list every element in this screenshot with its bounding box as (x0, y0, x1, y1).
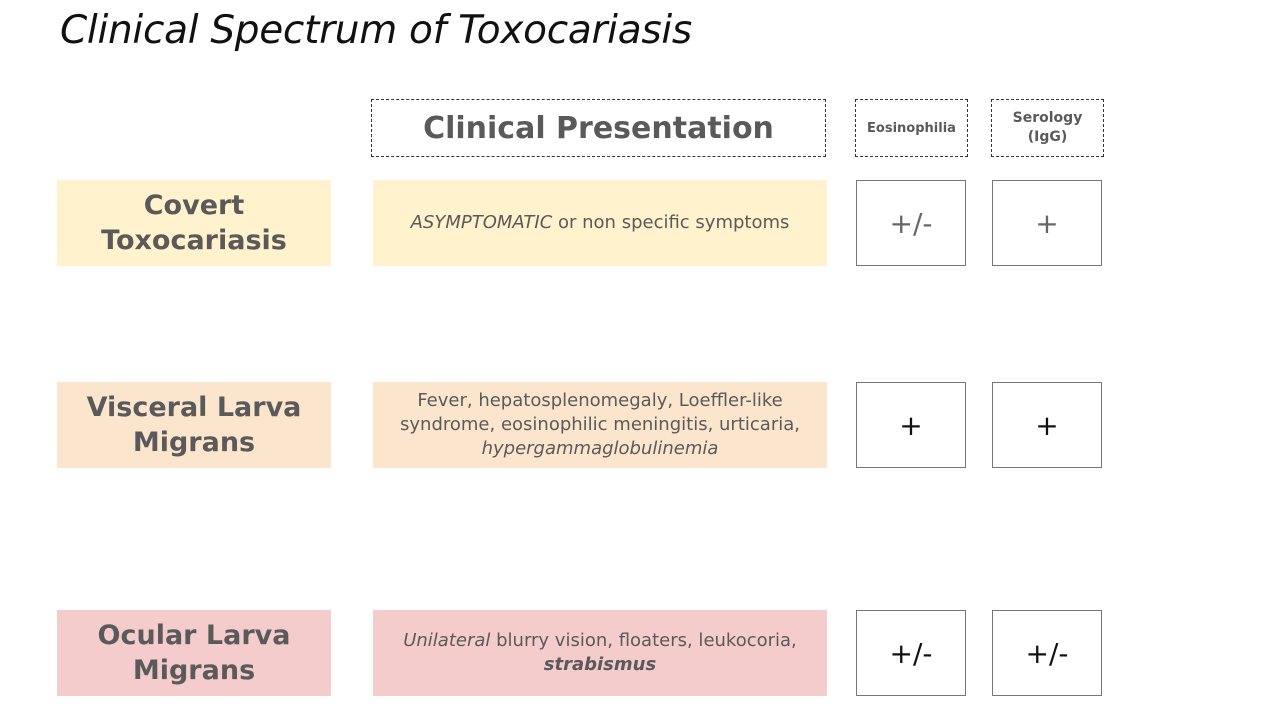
row-name-line1: Ocular Larva (97, 620, 291, 651)
desc-emphasis: Unilateral (403, 630, 491, 651)
cell-eosinophilia-visceral: + (856, 382, 966, 468)
page-title: Clinical Spectrum of Toxocariasis (60, 8, 692, 53)
cell-serology-ocular: +/- (992, 610, 1102, 696)
desc-emphasis: ASYMPTOMATIC (410, 212, 553, 233)
cell-serology-covert: + (992, 180, 1102, 266)
desc-strong-emphasis: strabismus (543, 654, 657, 675)
cell-eosinophilia-ocular: +/- (856, 610, 966, 696)
desc-text: Fever, hepatosplenomegaly, Loeffler-like… (400, 390, 800, 435)
desc-text: or non specific symptoms (552, 212, 790, 233)
header-serology: Serology (IgG) (991, 99, 1104, 157)
desc-emphasis: hypergammaglobulinemia (481, 438, 719, 459)
cell-eosinophilia-covert: +/- (856, 180, 966, 266)
row-description-visceral: Fever, hepatosplenomegaly, Loeffler-like… (373, 382, 827, 468)
row-name-line2: Migrans (132, 427, 256, 458)
row-name-visceral-larva-migrans: Visceral Larva Migrans (57, 382, 331, 468)
header-serology-label: Serology (1012, 110, 1083, 126)
header-clinical-presentation: Clinical Presentation (371, 99, 826, 157)
row-name-line2: Migrans (132, 655, 256, 686)
header-serology-sub: (IgG) (1027, 129, 1068, 145)
row-description-covert: ASYMPTOMATIC or non specific symptoms (373, 180, 827, 266)
row-name-ocular-larva-migrans: Ocular Larva Migrans (57, 610, 331, 696)
row-name-line2: Toxocariasis (101, 225, 287, 256)
row-description-ocular: Unilateral blurry vision, floaters, leuk… (373, 610, 827, 696)
row-name-line1: Visceral Larva (86, 392, 302, 423)
row-name-covert-toxocariasis: Covert Toxocariasis (57, 180, 331, 266)
row-name-line1: Covert (143, 190, 245, 221)
cell-serology-visceral: + (992, 382, 1102, 468)
header-eosinophilia: Eosinophilia (855, 99, 968, 157)
desc-text: blurry vision, floaters, leukocoria, (490, 630, 797, 651)
